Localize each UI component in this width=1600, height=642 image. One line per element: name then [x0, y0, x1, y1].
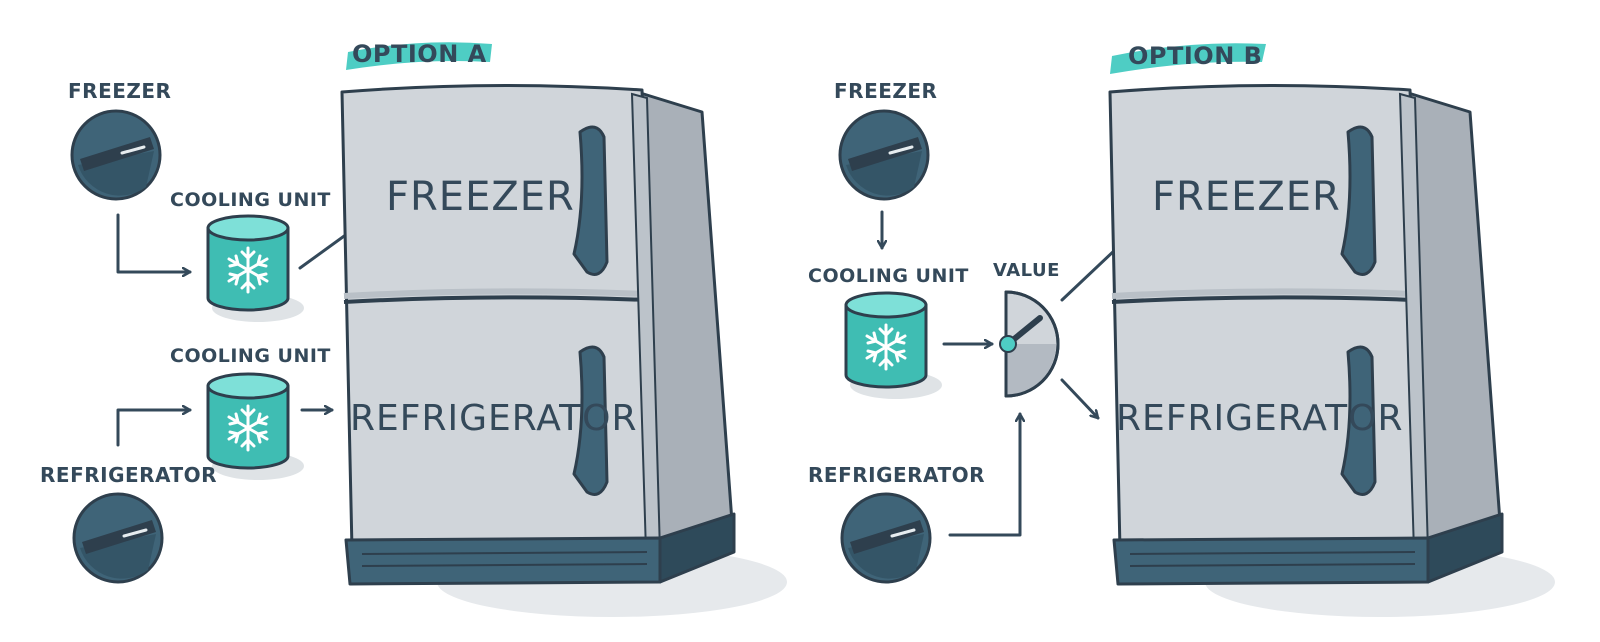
- fridge-a-freezer-text: FREEZER: [386, 174, 575, 220]
- fridge-b-refrigerator-text: REFRIGERATOR: [1116, 398, 1403, 439]
- dial-knob-icon: [838, 109, 930, 201]
- cooling-unit-label-b: COOLING UNIT: [808, 265, 969, 287]
- cooling-unit-label-a-top: COOLING UNIT: [170, 189, 331, 211]
- valve-icon: [999, 290, 1060, 398]
- option-b-group: OPTION B FREEZER COOLING UNIT VALUE REFR…: [808, 42, 1555, 617]
- arrow-icon: [1060, 378, 1100, 420]
- option-a-group: OPTION A FREEZER COOLING UNIT COOLING UN…: [40, 40, 787, 617]
- freezer-dial-label-a: FREEZER: [68, 79, 171, 103]
- freezer-dial-label-b: FREEZER: [834, 79, 937, 103]
- refrigerator-dial-label-b: REFRIGERATOR: [808, 463, 985, 487]
- valve-label: VALUE: [993, 260, 1060, 281]
- snowflake-icon: [208, 216, 304, 322]
- refrigerator-dial-label-a: REFRIGERATOR: [40, 463, 217, 487]
- option-a-highlight: [346, 42, 492, 70]
- dial-knob-icon: [840, 492, 932, 584]
- snowflake-icon: [846, 293, 942, 399]
- arrow-icon: [948, 412, 1020, 537]
- snowflake-icon: [208, 374, 304, 480]
- fridge-a-refrigerator-text: REFRIGERATOR: [350, 398, 637, 439]
- option-b-highlight: [1110, 43, 1266, 74]
- fridge-b-freezer-text: FREEZER: [1152, 174, 1341, 220]
- fridge-a: [342, 85, 787, 617]
- fridge-b: [1110, 85, 1555, 617]
- option-a-title: OPTION A: [352, 40, 487, 68]
- cooling-unit-label-a-bottom: COOLING UNIT: [170, 345, 331, 367]
- arrow-icon: [116, 410, 192, 447]
- arrow-icon: [116, 213, 192, 272]
- dial-knob-icon: [72, 492, 164, 584]
- option-b-title: OPTION B: [1128, 42, 1262, 70]
- dial-knob-icon: [70, 109, 162, 201]
